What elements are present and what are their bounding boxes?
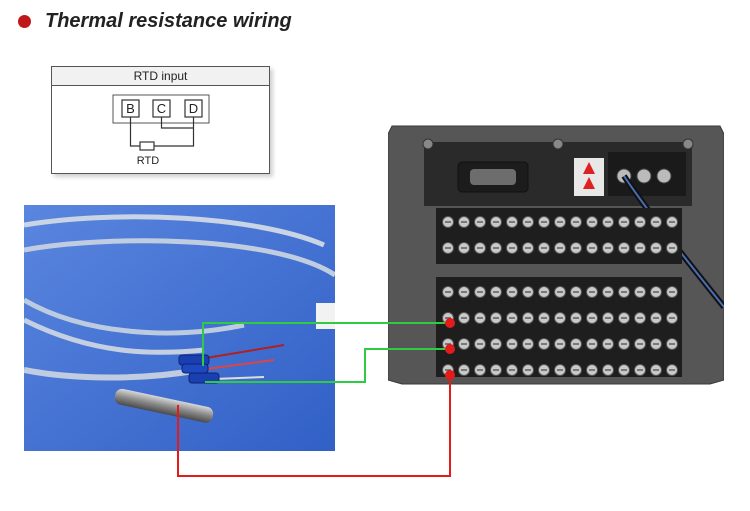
power-screw-icon	[656, 168, 672, 184]
wire-c	[160, 117, 194, 129]
rtd-resistor-label: RTD	[137, 155, 159, 167]
red-bullet-icon	[18, 14, 31, 28]
page-title: Thermal resistance wiring	[45, 9, 292, 32]
blue-terminal-3	[181, 363, 209, 374]
rtd-input-header: RTD input	[52, 67, 269, 86]
device-illustration	[387, 125, 727, 385]
title-row: Thermal resistance wiring	[18, 8, 292, 34]
rtd-sensor-photo	[24, 205, 335, 451]
screw-icon	[682, 138, 694, 150]
db9-port-icon	[470, 169, 516, 185]
terminal-d-label: D	[189, 101, 198, 116]
red-lead-2	[198, 359, 275, 371]
rtd-probe	[114, 388, 214, 423]
cable-loop-2	[24, 238, 335, 278]
power-screw-icon	[636, 168, 652, 184]
screw-icon	[552, 138, 564, 150]
terminal-marker-b	[445, 318, 455, 328]
screw-icon	[422, 138, 434, 150]
cable-main	[24, 367, 200, 381]
wire-b	[129, 117, 140, 147]
terminal-marker-d	[445, 370, 455, 380]
rtd-input-diagram: RTD input B C D RTD	[51, 66, 270, 174]
terminal-c-label: C	[157, 101, 166, 116]
cable-loop-3	[24, 297, 245, 336]
red-wire	[177, 375, 451, 477]
cable-loop-4	[24, 317, 205, 355]
upper-terminal-screws	[442, 216, 678, 254]
wire-d	[154, 117, 195, 147]
cable-loop-1	[24, 214, 325, 248]
green-wire-bottom	[205, 348, 450, 383]
rtd-sensor-illustration	[24, 205, 335, 451]
rtd-schematic: B C D RTD	[112, 94, 210, 167]
terminal-b-label: B	[126, 101, 135, 116]
warning-triangle-icon	[583, 162, 595, 174]
green-wire-top	[202, 322, 450, 366]
terminal-marker-c	[445, 344, 455, 354]
warning-triangle-icon	[583, 177, 595, 189]
controller-rear-panel	[387, 122, 727, 407]
